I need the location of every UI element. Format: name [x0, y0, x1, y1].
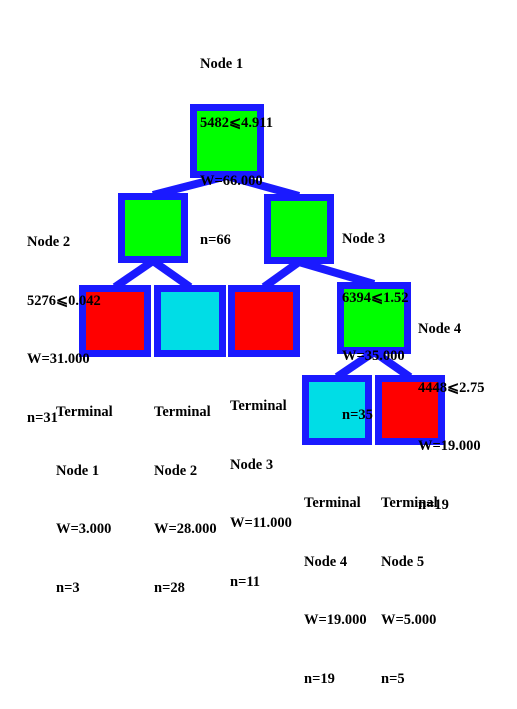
node-1-count: n=66: [200, 231, 231, 248]
terminal-1-count: n=3: [56, 579, 80, 596]
terminal-1-label: Terminal Node 1 W=3.000 n=3: [56, 364, 113, 618]
terminal-5-title-line1: Terminal: [381, 495, 438, 511]
terminal-1-title-line1: Terminal: [56, 404, 113, 420]
terminal-2-title-line2: Node 2: [154, 462, 198, 479]
node-4-rule: 4448⩽2.75: [418, 379, 485, 396]
edge-node-3-to-terminal-3: [261, 258, 302, 291]
edge-node-3-to-node-4: [297, 258, 376, 288]
decision-tree-diagram: [79, 104, 445, 445]
node-4-weight: W=19.000: [418, 438, 481, 454]
node-3-count: n=35: [342, 406, 373, 423]
terminal-3-title-line2: Node 3: [230, 456, 274, 473]
node-3-label: Node 3 6394⩽1.52 W=35.000 n=35: [342, 191, 409, 445]
terminal-3-title-line1: Terminal: [230, 398, 287, 414]
terminal-2-count: n=28: [154, 579, 185, 596]
terminal-5-weight: W=5.000: [381, 612, 437, 628]
edge-node-4-to-terminal-4: [334, 348, 377, 381]
node-1-box: [190, 104, 264, 178]
tree-node-boxes: [79, 104, 445, 445]
node-3-title: Node 3: [342, 231, 386, 247]
edge-node-4-to-terminal-5: [371, 348, 413, 381]
terminal-5-box: [375, 375, 445, 445]
edge-node-2-to-terminal-1: [112, 257, 156, 291]
terminal-4-title-line2: Node 4: [304, 553, 348, 570]
node-1-rule: 5482⩽4.911: [200, 114, 273, 131]
terminal-3-box: [228, 285, 300, 357]
node-1-weight: W=66.000: [200, 173, 263, 189]
tree-edges: [112, 172, 413, 381]
terminal-2-box: [154, 285, 226, 357]
terminal-4-weight: W=19.000: [304, 612, 367, 628]
terminal-4-title-line1: Terminal: [304, 495, 361, 511]
terminal-4-label: Terminal Node 4 W=19.000 n=19: [304, 455, 367, 709]
node-2-title: Node 2: [27, 234, 71, 250]
terminal-1-title-line2: Node 1: [56, 462, 100, 479]
node-1-title: Node 1: [200, 56, 244, 72]
node-3-rule: 6394⩽1.52: [342, 289, 409, 306]
node-2-label: Node 2 5276⩽0.042 W=31.000 n=31: [27, 194, 101, 448]
node-3-box: [264, 194, 334, 264]
terminal-1-box: [79, 285, 151, 357]
terminal-3-label: Terminal Node 3 W=11.000 n=11: [230, 358, 292, 612]
node-2-rule: 5276⩽0.042: [27, 292, 101, 309]
terminal-4-box: [302, 375, 372, 445]
node-3-weight: W=35.000: [342, 348, 405, 364]
terminal-2-label: Terminal Node 2 W=28.000 n=28: [154, 364, 217, 618]
edge-node-1-to-node-2: [152, 172, 228, 199]
terminal-4-count: n=19: [304, 670, 335, 687]
edge-node-2-to-terminal-2: [150, 257, 193, 291]
node-4-title: Node 4: [418, 321, 462, 337]
terminal-3-weight: W=11.000: [230, 515, 292, 531]
node-2-weight: W=31.000: [27, 351, 90, 367]
terminal-5-title-line2: Node 5: [381, 553, 425, 570]
terminal-3-count: n=11: [230, 573, 261, 590]
node-2-count: n=31: [27, 409, 58, 426]
terminal-5-count: n=5: [381, 670, 405, 687]
terminal-2-title-line1: Terminal: [154, 404, 211, 420]
edge-node-1-to-node-3: [225, 172, 301, 200]
terminal-5-label: Terminal Node 5 W=5.000 n=5: [381, 455, 438, 709]
terminal-2-weight: W=28.000: [154, 521, 217, 537]
node-2-box: [118, 193, 188, 263]
node-4-box: [337, 282, 411, 354]
node-4-count: n=19: [418, 496, 449, 513]
node-4-label: Node 4 4448⩽2.75 W=19.000 n=19: [418, 281, 485, 535]
node-1-label: Node 1 5482⩽4.911 W=66.000 n=66: [200, 16, 273, 270]
terminal-1-weight: W=3.000: [56, 521, 112, 537]
